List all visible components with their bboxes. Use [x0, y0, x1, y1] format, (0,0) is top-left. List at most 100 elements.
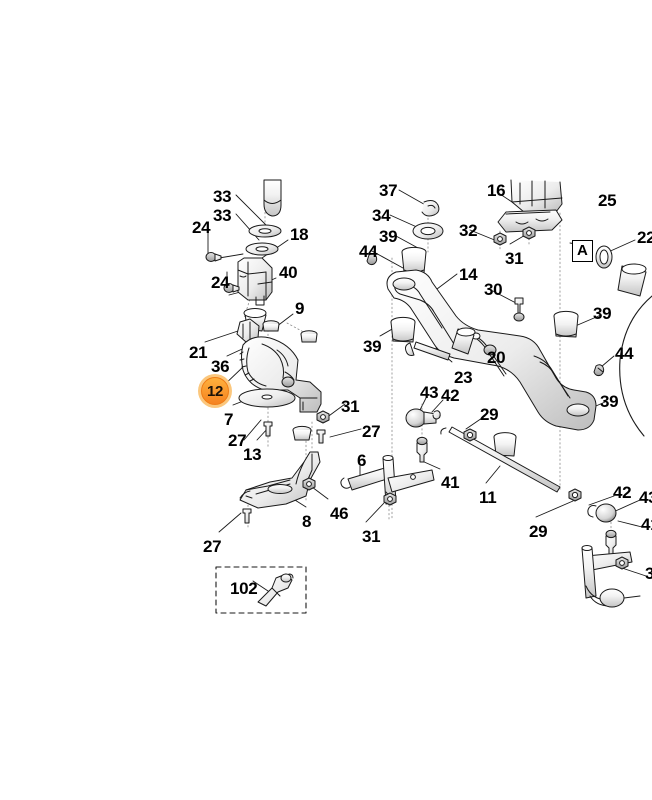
- callout-7[interactable]: 7: [224, 410, 234, 429]
- part-102-lever: [257, 573, 294, 607]
- part-25-wheel-arc: [619, 295, 652, 437]
- callout-24b[interactable]: 24: [211, 273, 230, 292]
- callout-41b[interactable]: 41: [641, 515, 652, 534]
- callout-39c[interactable]: 39: [593, 304, 612, 323]
- callout-34[interactable]: 34: [372, 206, 391, 225]
- callout-27b[interactable]: 27: [362, 422, 381, 441]
- part-22-sleeve: [617, 263, 647, 297]
- part-30-bolt: [513, 297, 525, 322]
- inset-102-box: [215, 566, 307, 614]
- part-39-bushing-e: [493, 432, 517, 457]
- part-29-nut-a: [463, 428, 477, 442]
- callout-39a[interactable]: 39: [379, 227, 398, 246]
- callout-43b[interactable]: 43: [639, 488, 652, 507]
- callout-44a[interactable]: 44: [359, 242, 378, 261]
- part-33-washer-b: [245, 242, 279, 256]
- part-43b-ball-joint: [587, 503, 617, 523]
- callout-39d[interactable]: 39: [600, 392, 619, 411]
- callout-31c[interactable]: 31: [505, 249, 524, 268]
- callout-31d[interactable]: 3: [645, 564, 652, 583]
- part-43-ball-joint: [405, 408, 437, 428]
- part-9-cap-b: [300, 330, 318, 343]
- part-41b-fitting: [605, 529, 617, 557]
- callout-29b[interactable]: 29: [529, 522, 548, 541]
- callout-21[interactable]: 21: [189, 343, 208, 362]
- part-handle-stem: [263, 179, 282, 217]
- part-27-screw-a: [263, 421, 273, 437]
- part-31d-nut: [615, 556, 629, 570]
- callout-18[interactable]: 18: [290, 225, 309, 244]
- callout-29a[interactable]: 29: [480, 405, 499, 424]
- callout-44b[interactable]: 44: [615, 344, 634, 363]
- part-6-shaft-lever: [340, 455, 435, 505]
- part-24-bolt-a: [205, 252, 222, 262]
- part-23-bolt: [405, 341, 451, 361]
- part-8-plate: [239, 451, 321, 509]
- callout-43[interactable]: 43: [420, 383, 439, 402]
- callout-33b[interactable]: 33: [213, 206, 232, 225]
- callout-37[interactable]: 37: [379, 181, 398, 200]
- part-39-bushing-c: [553, 310, 579, 338]
- part-44-pin-a: [366, 253, 378, 266]
- part-27-screw-b: [316, 429, 326, 444]
- callout-30[interactable]: 30: [484, 280, 503, 299]
- callout-42b[interactable]: 42: [613, 483, 632, 502]
- part-44-pin-b: [593, 364, 605, 377]
- part-24-bolt-b: [223, 283, 240, 293]
- callout-14[interactable]: 14: [459, 265, 478, 284]
- part-34-washer: [412, 222, 444, 240]
- callout-16[interactable]: 16: [487, 181, 506, 200]
- callout-33a[interactable]: 33: [213, 187, 232, 206]
- callout-20[interactable]: 20: [487, 348, 506, 367]
- callout-31a[interactable]: 31: [341, 397, 360, 416]
- callout-9[interactable]: 9: [295, 299, 305, 318]
- callout-41[interactable]: 41: [441, 473, 460, 492]
- highlight-number: 12: [207, 382, 223, 400]
- callout-11[interactable]: 11: [479, 488, 497, 507]
- callout-46[interactable]: 46: [330, 504, 349, 523]
- callout-24a[interactable]: 24: [192, 218, 211, 237]
- part-31-nut-c: [522, 226, 536, 240]
- part-33-washer-a: [248, 224, 282, 238]
- part-37-clip: [421, 200, 440, 217]
- highlighted-callout-12[interactable]: 12: [198, 374, 232, 408]
- callout-27c[interactable]: 27: [203, 537, 222, 556]
- part-31-nut-b: [383, 492, 397, 506]
- part-20-sleeve: [451, 327, 476, 355]
- part-42-clip: [432, 410, 441, 420]
- part-7-disc: [238, 388, 296, 408]
- part-13-plug: [292, 425, 312, 441]
- callout-23[interactable]: 23: [454, 368, 473, 387]
- callout-39b[interactable]: 39: [363, 337, 382, 356]
- callout-22[interactable]: 22: [637, 228, 652, 247]
- callout-42[interactable]: 42: [441, 386, 460, 405]
- callout-40[interactable]: 40: [279, 263, 298, 282]
- part-a-ring: [595, 245, 613, 269]
- callout-6[interactable]: 6: [357, 451, 367, 470]
- part-39-bushing-a: [401, 246, 427, 274]
- part-29-nut-b: [568, 488, 582, 502]
- callout-32[interactable]: 32: [459, 221, 478, 240]
- callout-102[interactable]: 102: [230, 579, 258, 598]
- part-27-screw-c: [242, 508, 252, 524]
- part-9-cap-a: [262, 320, 280, 332]
- part-shaft-right: [581, 545, 641, 608]
- part-11-rod: [440, 426, 561, 493]
- part-32-nut: [493, 232, 507, 246]
- part-41-fitting: [416, 436, 428, 463]
- part-14-main-bracket: [386, 269, 597, 431]
- callout-25[interactable]: 25: [598, 191, 617, 210]
- callout-36[interactable]: 36: [211, 357, 230, 376]
- callout-27a[interactable]: 27: [228, 431, 247, 450]
- callout-8[interactable]: 8: [302, 512, 312, 531]
- reference-mark-a[interactable]: A: [572, 240, 593, 262]
- part-46-nut: [302, 477, 316, 491]
- part-18-bracket: [237, 257, 273, 306]
- callout-31b[interactable]: 31: [362, 527, 381, 546]
- part-39-bushing-b: [390, 316, 416, 343]
- highlight-circle: 12: [201, 377, 229, 405]
- part-31-nut-a: [316, 410, 330, 424]
- callout-13[interactable]: 13: [243, 445, 262, 464]
